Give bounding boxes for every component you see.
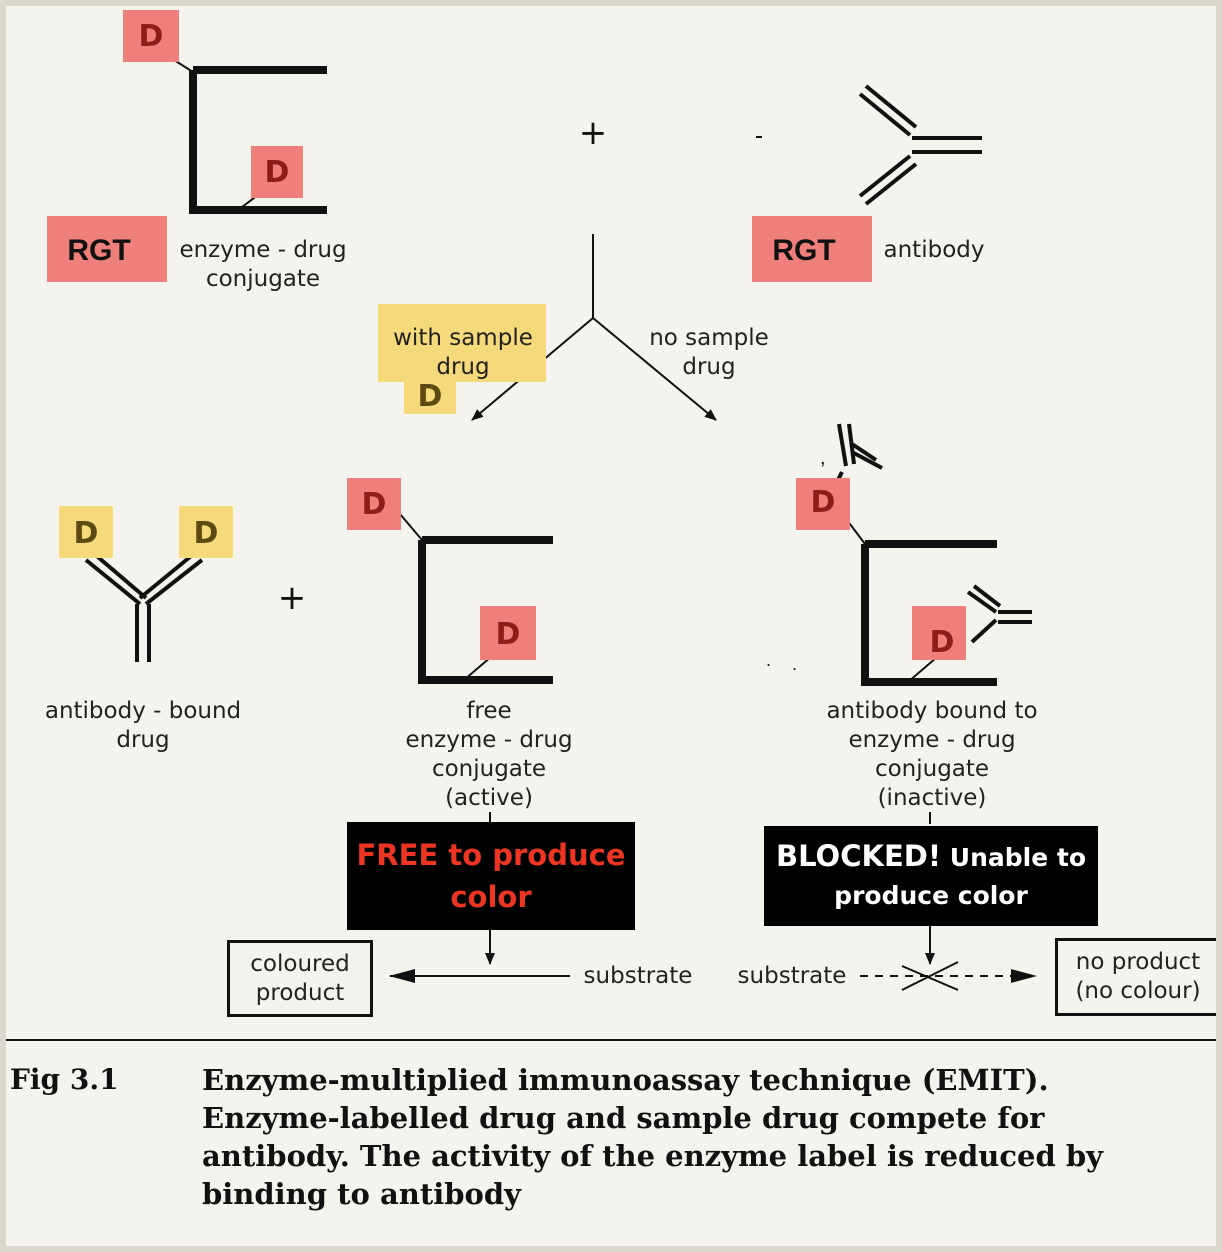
drug-marker-blocked-outer: D bbox=[796, 478, 850, 530]
drug-marker-text: D bbox=[74, 516, 99, 551]
drug-marker-sample: D bbox=[404, 376, 456, 414]
blocked-callout-rest: Unable to bbox=[941, 843, 1086, 872]
bound-antibody-inner bbox=[966, 584, 1032, 644]
emit-diagram: D D RGT enzyme - drug conjugate + RGT an… bbox=[6, 10, 1216, 1041]
blocked-cross-mark bbox=[901, 961, 959, 991]
sample-drug-highlight bbox=[378, 304, 546, 382]
coloured-product-line2: product bbox=[255, 979, 345, 1006]
figure-page: D D RGT enzyme - drug conjugate + RGT an… bbox=[6, 6, 1216, 1246]
no-product-box: no product (no colour) bbox=[1055, 938, 1216, 1016]
plus-sign-middle: + bbox=[278, 578, 307, 618]
no-product-line2: (no colour) bbox=[1075, 978, 1201, 1004]
free-enzyme-drug-conjugate: D D bbox=[347, 478, 553, 684]
caption-line4: binding to antibody bbox=[202, 1177, 521, 1211]
rgt-highlight-conjugate bbox=[47, 216, 167, 282]
plus-sign-top: + bbox=[579, 113, 608, 153]
blocked-enzyme-drug-conjugate: , D D bbox=[796, 423, 1032, 686]
free-callout-line2: color bbox=[450, 880, 532, 914]
caption-number: Fig 3.1 bbox=[10, 1063, 119, 1096]
substrate-left-label: substrate bbox=[584, 963, 693, 989]
free-label-line4: (active) bbox=[445, 785, 533, 811]
caption-text: Enzyme-multiplied immunoassay technique … bbox=[202, 1061, 1202, 1213]
drug-marker-text: D bbox=[811, 485, 836, 520]
drug-marker-blocked-inner: D bbox=[912, 606, 966, 660]
drug-marker-bound-left: D bbox=[59, 506, 113, 558]
bound-drug-label-line2: drug bbox=[116, 727, 169, 753]
blocked-callout-emphasis: BLOCKED! bbox=[776, 839, 942, 873]
free-callout: FREE to produce color bbox=[347, 822, 635, 930]
coloured-product-box: coloured product bbox=[227, 940, 373, 1017]
branch-left-line1: with sample bbox=[393, 325, 533, 351]
blocked-callout-line2: produce color bbox=[834, 881, 1028, 910]
blocked-label-line4: (inactive) bbox=[878, 785, 987, 811]
substrate-right-label: substrate bbox=[738, 963, 847, 989]
blocked-label-line3: conjugate bbox=[875, 756, 989, 782]
antibody-label: antibody bbox=[884, 237, 985, 263]
svg-text:.: . bbox=[766, 650, 771, 670]
rgt-tag-conjugate: RGT bbox=[67, 234, 130, 267]
drug-marker-top-inner: D bbox=[251, 146, 303, 198]
bound-drug-label-line1: antibody - bound bbox=[45, 698, 241, 724]
caption-line2: Enzyme-labelled drug and sample drug com… bbox=[202, 1101, 1045, 1135]
branch-right-line1: no sample bbox=[649, 325, 769, 351]
blocked-callout-line1: BLOCKED! Unable to bbox=[776, 837, 1086, 877]
antibody-top bbox=[858, 84, 982, 206]
enzyme-drug-conjugate-top: D D bbox=[123, 10, 327, 214]
drug-marker-text: D bbox=[139, 19, 164, 54]
blocked-callout: BLOCKED! Unable to produce color bbox=[764, 826, 1098, 926]
caption-line1: Enzyme-multiplied immunoassay technique … bbox=[202, 1063, 1049, 1097]
drug-marker-text: D bbox=[362, 487, 387, 522]
conjugate-label-line2: conjugate bbox=[206, 266, 320, 292]
drug-marker-free-outer: D bbox=[347, 478, 401, 530]
coloured-product-line1: coloured bbox=[250, 950, 350, 977]
no-product-line1: no product bbox=[1075, 949, 1201, 975]
caption-line3: antibody. The activity of the enzyme lab… bbox=[202, 1139, 1103, 1173]
free-label-line2: enzyme - drug bbox=[405, 727, 572, 753]
blocked-label-line2: enzyme - drug bbox=[848, 727, 1015, 753]
drug-marker-text: D bbox=[496, 617, 521, 652]
blocked-label-line1: antibody bound to bbox=[826, 698, 1037, 724]
drug-marker-text: D bbox=[930, 625, 955, 660]
rgt-highlight-antibody bbox=[752, 216, 872, 282]
svg-text:.: . bbox=[792, 654, 797, 674]
rgt-tag-antibody: RGT bbox=[772, 234, 835, 267]
branch-left-line2: drug bbox=[436, 354, 489, 380]
drug-marker-text: D bbox=[265, 155, 290, 190]
free-callout-line1: FREE to produce bbox=[356, 838, 626, 872]
antibody-bound-drug bbox=[84, 550, 204, 662]
free-label-line3: conjugate bbox=[432, 756, 546, 782]
drug-marker-free-inner: D bbox=[480, 606, 536, 660]
svg-text:,: , bbox=[820, 447, 826, 469]
conjugate-label-line1: enzyme - drug bbox=[179, 237, 346, 263]
bound-antibody-top bbox=[832, 423, 883, 489]
branch-right-line2: drug bbox=[682, 354, 735, 380]
drug-marker-top-outer: D bbox=[123, 10, 179, 62]
free-label-line1: free bbox=[466, 698, 511, 724]
drug-marker-text: D bbox=[194, 516, 219, 551]
drug-marker-bound-right: D bbox=[179, 506, 233, 558]
drug-marker-text: D bbox=[418, 379, 443, 414]
